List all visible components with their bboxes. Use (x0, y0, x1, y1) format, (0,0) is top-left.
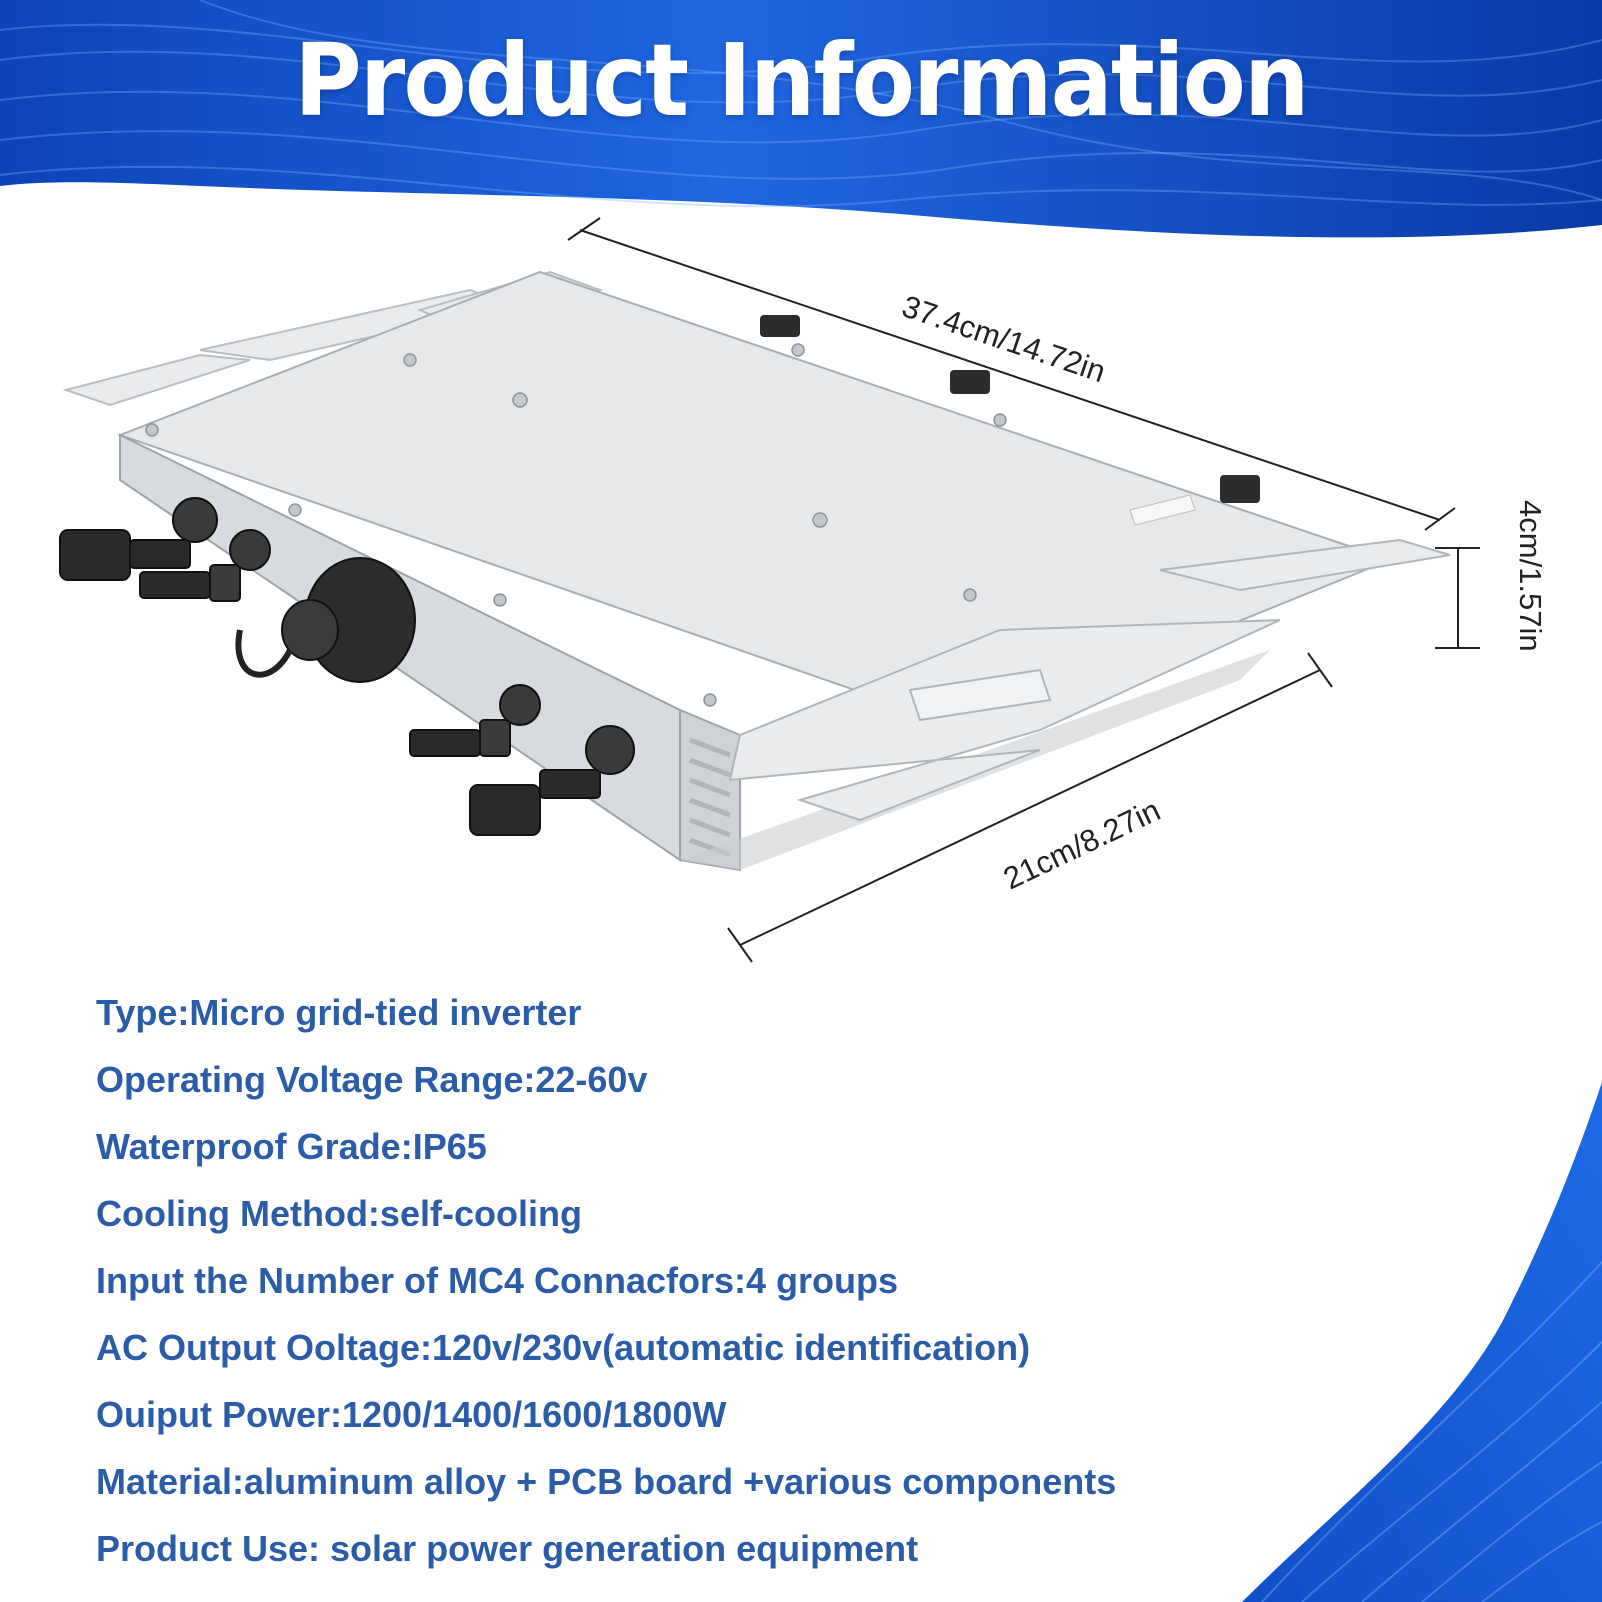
dimension-label-height: 4cm/1.57in (1513, 500, 1548, 652)
spec-output-power: Ouiput Power:1200/1400/1600/1800W (96, 1394, 727, 1435)
dimension-label-length: 37.4cm/14.72in (898, 288, 1110, 389)
page-title: Product Information (294, 22, 1309, 139)
header-banner-background (0, 0, 1602, 238)
dimension-line-height (1435, 547, 1480, 649)
corner-wave-decoration (1242, 1082, 1602, 1602)
spec-type: Type:Micro grid-tied inverter (96, 992, 582, 1033)
inverter-housing (62, 270, 1451, 872)
dimension-label-width: 21cm/8.27in (998, 792, 1166, 896)
dimension-line-length (567, 217, 1456, 531)
spec-ac-output-voltage: AC Output Ooltage:120v/230v(automatic id… (96, 1327, 1031, 1368)
spec-material: Material:aluminum alloy + PCB board +var… (96, 1461, 1117, 1502)
spec-product-use: Product Use: solar power generation equi… (96, 1528, 919, 1569)
dimension-line-width (727, 652, 1333, 963)
spec-cooling-method: Cooling Method:self-cooling (96, 1193, 582, 1234)
spec-waterproof-grade: Waterproof Grade:IP65 (96, 1126, 487, 1167)
spec-list: Type:Micro grid-tied inverter Operating … (96, 990, 1116, 1593)
spec-mc4-connectors: Input the Number of MC4 Connacfors:4 gro… (96, 1260, 899, 1301)
spec-operating-voltage: Operating Voltage Range:22-60v (96, 1059, 648, 1100)
mc4-connector-icon (59, 497, 218, 581)
mc4-connector-icon (469, 725, 635, 836)
product-illustration: 37.4cm/14.72in 4cm/1.57in 21cm/8.27in (59, 217, 1548, 963)
mc4-connector-icon (409, 684, 541, 757)
mc4-connector-icon (139, 529, 271, 602)
ac-output-connector-icon (235, 557, 416, 683)
